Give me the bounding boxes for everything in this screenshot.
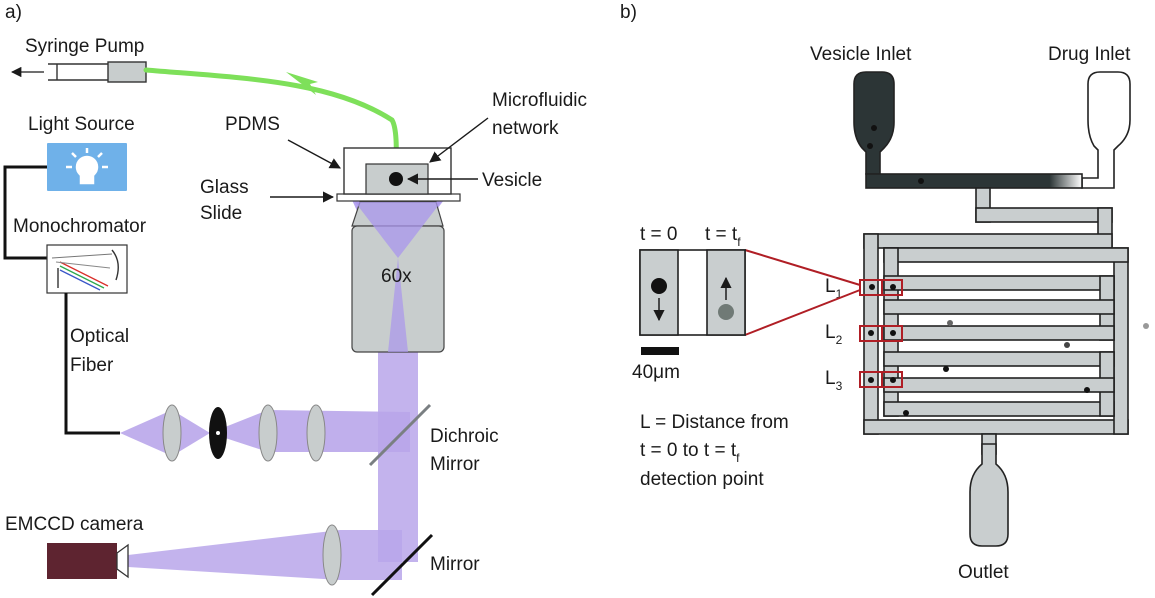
panel-b-tag: b)	[620, 2, 637, 23]
microfluidic-label-2: network	[492, 118, 559, 139]
t0-label: t = 0	[640, 224, 678, 245]
detection-boxes	[859, 279, 903, 388]
vesicle-dot	[389, 172, 403, 186]
mirror-label: Mirror	[430, 554, 480, 575]
definition-line-3: detection point	[640, 469, 764, 490]
fiber-light-to-mono	[3, 165, 47, 260]
iris-pinhole	[216, 431, 220, 435]
outlet-label: Outlet	[958, 562, 1009, 583]
zoom-inset	[639, 249, 746, 336]
tube-lens	[322, 524, 342, 586]
mirror	[370, 533, 434, 597]
serpentine-channel	[863, 207, 1129, 455]
light-source	[47, 143, 127, 191]
vesicle-inlet-reservoir	[853, 71, 895, 175]
bulb-icon	[66, 148, 108, 185]
monochromator-label: Monochromator	[13, 216, 147, 237]
glass-slide-label-2: Slide	[200, 203, 242, 224]
L1-label: L1	[825, 276, 843, 301]
dichroic-mirror	[368, 403, 432, 467]
lens-3	[306, 404, 326, 462]
scale-label: 40μm	[632, 362, 680, 383]
tf-label: t = tf	[705, 224, 741, 249]
vesicle-inlet-label: Vesicle Inlet	[810, 44, 912, 65]
tubing-arrow-icon	[286, 72, 318, 95]
objective-light-cone-2	[388, 258, 408, 352]
light-source-label: Light Source	[28, 114, 135, 135]
optical-fiber-label-1: Optical	[70, 326, 129, 347]
microfluidic-pointer	[429, 117, 489, 163]
zoom-line-bottom	[744, 289, 861, 336]
L3-label: L3	[825, 368, 843, 393]
drug-inlet-label: Drug Inlet	[1048, 44, 1131, 65]
objective-label: 60x	[381, 266, 412, 287]
glass-slide	[336, 193, 461, 202]
emission-beam-horizontal	[128, 530, 402, 580]
dichroic-label-1: Dichroic	[430, 426, 499, 447]
tubing	[143, 67, 399, 175]
scale-bar	[641, 347, 679, 355]
dichroic-label-2: Mirror	[430, 454, 480, 475]
optical-fiber	[64, 293, 120, 435]
vesicle-particles	[868, 284, 1149, 416]
objective-light-cone	[355, 202, 441, 258]
monochromator	[46, 244, 128, 294]
camera-label: EMCCD camera	[5, 514, 144, 535]
panel-a-tag: a)	[5, 2, 22, 23]
definition-line-1: L = Distance from	[640, 412, 789, 433]
microfluidic-label-1: Microfluidic	[492, 90, 587, 111]
lens-2	[258, 404, 278, 462]
syringe-pump-label: Syringe Pump	[25, 36, 144, 57]
vesicle-label: Vesicle	[482, 170, 542, 191]
pdms-label: PDMS	[225, 114, 280, 135]
drug-inlet-reservoir	[1081, 71, 1131, 189]
outlet-reservoir	[969, 443, 1009, 547]
junction-channel	[865, 173, 1083, 189]
zoom-line-top	[744, 249, 861, 286]
definition-line-2: t = 0 to t = tf	[640, 440, 740, 465]
camera-icon	[47, 543, 129, 579]
syringe-pump	[10, 61, 147, 83]
pdms-pointer	[287, 139, 341, 169]
glass-slide-label-1: Glass	[200, 177, 249, 198]
L2-label: L2	[825, 322, 843, 347]
lens-1	[162, 404, 182, 462]
optical-fiber-label-2: Fiber	[70, 355, 114, 376]
